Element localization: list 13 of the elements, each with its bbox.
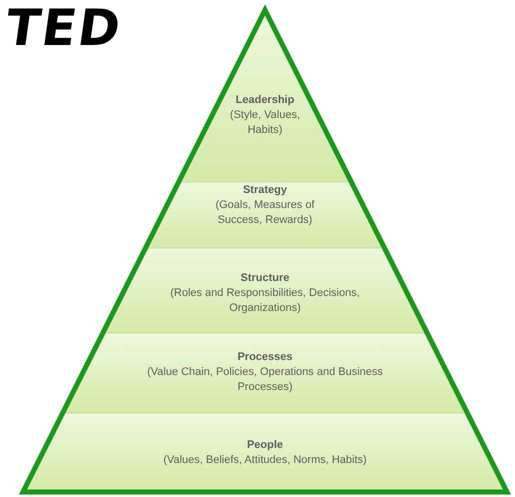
- pyramid-layer: [146, 182, 384, 248]
- layer-heading: Leadership: [236, 93, 294, 108]
- layer-description: (Style, Values, Habits): [228, 108, 302, 138]
- layer-heading: Strategy: [242, 183, 287, 198]
- title: TED: [2, 2, 126, 54]
- layer-description: (Values, Beliefs, Attitudes, Norms, Habits): [162, 453, 368, 468]
- layer-heading: People: [246, 438, 284, 453]
- layer-description: (Value Chain, Policies, Operations and Business Processes): [146, 365, 384, 395]
- pyramid-layer: [62, 333, 468, 413]
- layer-description: (Roles and Responsibilities, Decisions, Organizations): [169, 286, 361, 316]
- layer-heading: Processes: [237, 350, 292, 365]
- layer-heading: Structure: [240, 271, 290, 286]
- layer-description: (Goals, Measures of Success, Rewards): [214, 198, 316, 228]
